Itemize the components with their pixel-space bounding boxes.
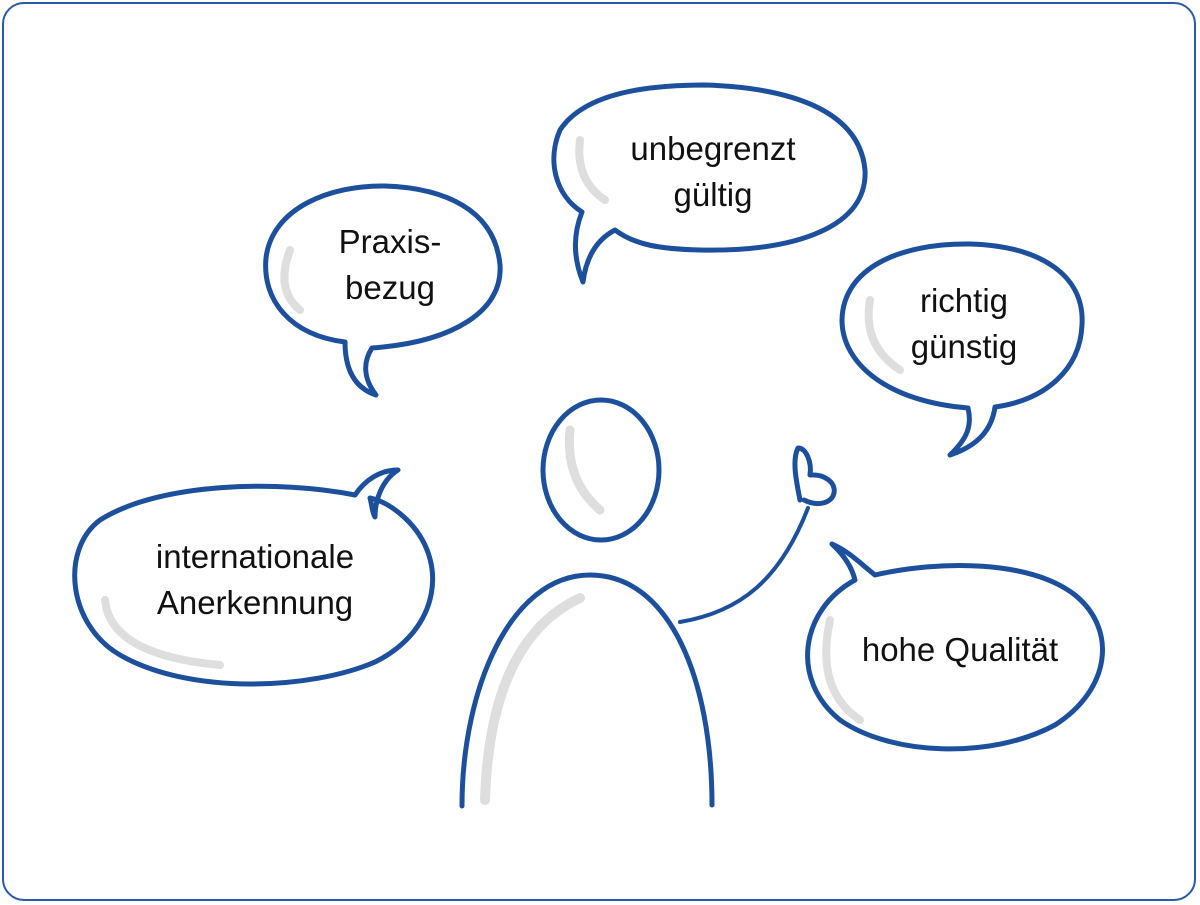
bubble-line: bezug [345, 269, 435, 306]
person-head [564, 425, 605, 515]
bubble-line: Anerkennung [156, 584, 354, 621]
person-figure [459, 397, 837, 809]
bubble-text-unbegrenzt-gueltig: unbegrenzt gültig [630, 126, 795, 218]
bubble-text-richtig-guenstig: richtig günstig [911, 278, 1017, 370]
bubble-text-hohe-qualitaet: hohe Qualität [862, 627, 1058, 673]
person-body-shadow [480, 593, 585, 805]
bubble-line: gültig [673, 176, 753, 213]
speech-bubble-praxisbezug [263, 183, 503, 398]
person-head-outline [540, 397, 662, 543]
bubble-line: richtig [919, 282, 1009, 319]
speech-bubble-internationale-anerkennung [72, 467, 436, 687]
bubble-text-praxisbezug: Praxis- bezug [339, 219, 442, 311]
bubble-line: günstig [910, 328, 1018, 365]
bubble-line: internationale [155, 538, 355, 575]
person-body-outline [459, 572, 715, 809]
speech-bubble-unbegrenzt-gueltig [551, 82, 868, 285]
bubble-text-internationale-anerkennung: internationale Anerkennung [156, 534, 354, 626]
thumbs-up-icon [792, 445, 837, 506]
bubble-line: unbegrenzt [630, 130, 796, 167]
speech-bubble-hohe-qualitaet [805, 541, 1105, 752]
speech-bubble-richtig-guenstig [839, 241, 1085, 458]
person-arm [678, 506, 810, 624]
bubble-line: Praxis- [338, 223, 442, 260]
bubble-line: hohe Qualität [861, 631, 1059, 668]
